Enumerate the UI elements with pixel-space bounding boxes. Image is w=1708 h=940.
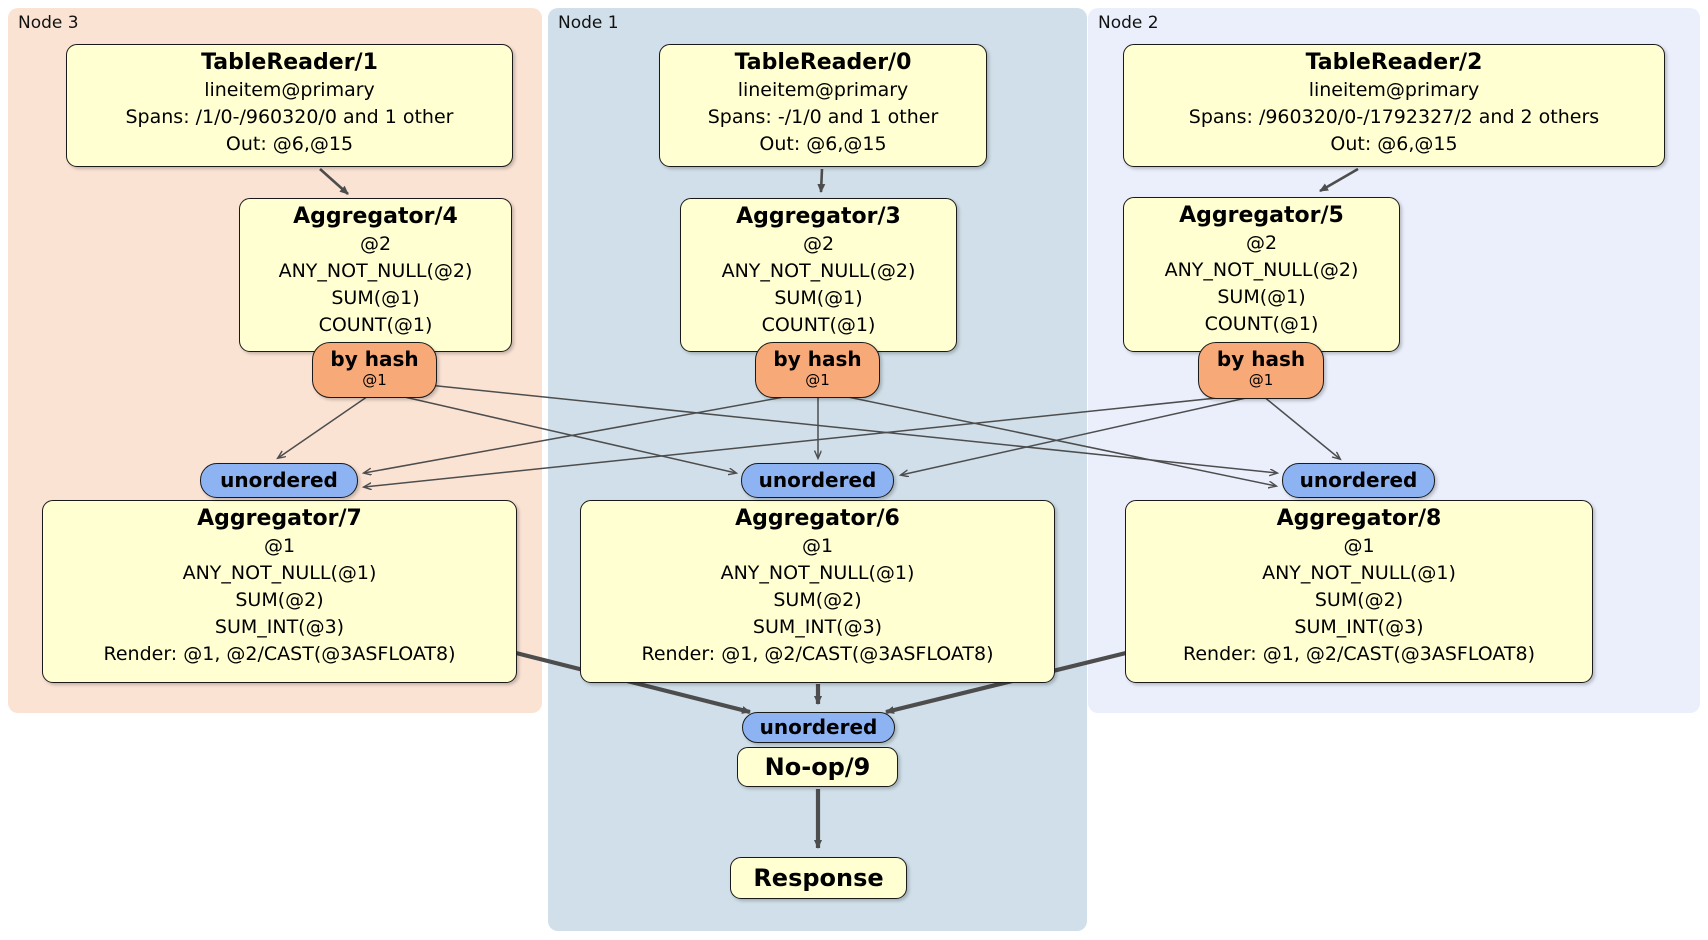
node1-label: Node 1 xyxy=(558,13,619,33)
processor-detail: lineitem@primary xyxy=(1308,79,1480,101)
processor-detail: @2 xyxy=(802,233,835,255)
processor-title: TableReader/0 xyxy=(734,50,912,75)
processor-tablereader-0: TableReader/0 lineitem@primary Spans: -/… xyxy=(659,44,987,167)
processor-aggregator-4: Aggregator/4 @2 ANY_NOT_NULL(@2) SUM(@1)… xyxy=(239,198,512,352)
processor-title: Aggregator/4 xyxy=(293,204,458,229)
processor-detail: Spans: /1/0-/960320/0 and 1 other xyxy=(125,106,454,128)
sync-label: unordered xyxy=(758,468,877,492)
processor-tablereader-2: TableReader/2 lineitem@primary Spans: /9… xyxy=(1123,44,1665,167)
sync-unordered-node3: unordered xyxy=(200,463,358,498)
node3-label: Node 3 xyxy=(18,13,79,33)
processor-tablereader-1: TableReader/1 lineitem@primary Spans: /1… xyxy=(66,44,513,167)
processor-aggregator-5: Aggregator/5 @2 ANY_NOT_NULL(@2) SUM(@1)… xyxy=(1123,197,1400,352)
processor-title: Aggregator/5 xyxy=(1179,203,1344,228)
processor-title: Response xyxy=(753,864,884,892)
processor-detail: @2 xyxy=(1245,232,1278,254)
processor-aggregator-8: Aggregator/8 @1 ANY_NOT_NULL(@1) SUM(@2)… xyxy=(1125,500,1593,683)
processor-detail: SUM(@1) xyxy=(331,287,420,309)
processor-detail: Out: @6,@15 xyxy=(759,133,887,155)
processor-detail: ANY_NOT_NULL(@2) xyxy=(1164,259,1359,281)
processor-detail: COUNT(@1) xyxy=(761,314,876,336)
router-label: by hash xyxy=(330,347,419,371)
sync-unordered-final: unordered xyxy=(742,712,895,743)
sync-label: unordered xyxy=(759,715,878,739)
router-by-hash-node3: by hash @1 xyxy=(312,342,437,398)
processor-title: Aggregator/8 xyxy=(1276,506,1442,531)
router-by-hash-node1: by hash @1 xyxy=(755,342,880,398)
sync-label: unordered xyxy=(1299,468,1418,492)
processor-aggregator-3: Aggregator/3 @2 ANY_NOT_NULL(@2) SUM(@1)… xyxy=(680,198,957,352)
processor-detail: Out: @6,@15 xyxy=(225,133,354,155)
processor-aggregator-6: Aggregator/6 @1 ANY_NOT_NULL(@1) SUM(@2)… xyxy=(580,500,1055,683)
processor-detail: SUM(@2) xyxy=(235,589,324,611)
processor-detail: @1 xyxy=(1343,535,1375,557)
processor-title: No-op/9 xyxy=(764,753,871,781)
processor-detail: SUM_INT(@3) xyxy=(752,616,883,638)
processor-title: TableReader/2 xyxy=(1305,50,1483,75)
router-column: @1 xyxy=(805,371,830,389)
processor-title: Aggregator/3 xyxy=(736,204,901,229)
processor-detail: Render: @1, @2/CAST(@3ASFLOAT8) xyxy=(103,643,456,665)
processor-detail: @1 xyxy=(263,535,296,557)
router-label: by hash xyxy=(1216,347,1306,371)
node2-label: Node 2 xyxy=(1098,13,1159,33)
router-column: @1 xyxy=(1248,371,1274,389)
processor-title: TableReader/1 xyxy=(201,50,378,75)
processor-detail: COUNT(@1) xyxy=(318,314,433,336)
processor-detail: ANY_NOT_NULL(@2) xyxy=(278,260,473,282)
processor-detail: Out: @6,@15 xyxy=(1330,133,1458,155)
processor-detail: @1 xyxy=(801,535,834,557)
processor-detail: SUM_INT(@3) xyxy=(1294,616,1424,638)
processor-detail: Spans: /960320/0-/1792327/2 and 2 others xyxy=(1188,106,1600,128)
processor-detail: @2 xyxy=(359,233,392,255)
response-box: Response xyxy=(730,857,907,899)
processor-detail: ANY_NOT_NULL(@2) xyxy=(721,260,916,282)
sync-unordered-node1: unordered xyxy=(741,463,894,498)
processor-title: Aggregator/7 xyxy=(197,506,362,531)
processor-noop-9: No-op/9 xyxy=(737,747,898,787)
processor-detail: SUM_INT(@3) xyxy=(214,616,345,638)
processor-detail: lineitem@primary xyxy=(737,79,909,101)
processor-detail: SUM(@2) xyxy=(773,589,862,611)
processor-detail: lineitem@primary xyxy=(204,79,375,101)
processor-detail: SUM(@1) xyxy=(774,287,863,309)
processor-detail: Render: @1, @2/CAST(@3ASFLOAT8) xyxy=(1183,643,1535,665)
processor-detail: SUM(@2) xyxy=(1314,589,1404,611)
processor-detail: ANY_NOT_NULL(@1) xyxy=(720,562,915,584)
processor-detail: SUM(@1) xyxy=(1217,286,1306,308)
processor-title: Aggregator/6 xyxy=(735,506,900,531)
sync-unordered-node2: unordered xyxy=(1282,463,1435,498)
processor-detail: COUNT(@1) xyxy=(1204,313,1319,335)
router-column: @1 xyxy=(362,371,387,389)
sync-label: unordered xyxy=(220,468,338,492)
processor-detail: Spans: -/1/0 and 1 other xyxy=(707,106,939,128)
processor-detail: ANY_NOT_NULL(@1) xyxy=(1262,562,1456,584)
router-by-hash-node2: by hash @1 xyxy=(1198,342,1324,399)
router-label: by hash xyxy=(773,347,862,371)
processor-detail: ANY_NOT_NULL(@1) xyxy=(182,562,377,584)
processor-detail: Render: @1, @2/CAST(@3ASFLOAT8) xyxy=(641,643,994,665)
processor-aggregator-7: Aggregator/7 @1 ANY_NOT_NULL(@1) SUM(@2)… xyxy=(42,500,517,683)
